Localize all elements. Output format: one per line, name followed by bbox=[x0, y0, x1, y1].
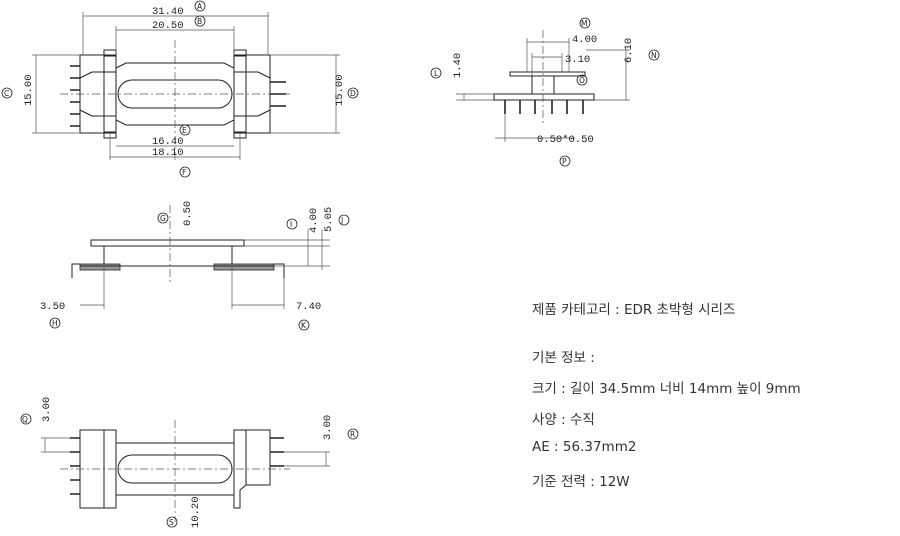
callouts bbox=[1, 0, 660, 528]
callout-j: J bbox=[340, 216, 343, 225]
dim-0-50x0-50: 0.50*0.50 bbox=[537, 134, 594, 146]
dim-5-05: 5.05 bbox=[323, 207, 335, 232]
callout-n: N bbox=[651, 51, 657, 60]
callout-h: H bbox=[52, 319, 58, 328]
dim-4-00-side: 4.00 bbox=[308, 208, 320, 233]
callout-p: P bbox=[562, 157, 567, 166]
dim-16-40: 16.40 bbox=[152, 136, 184, 148]
callout-m: M bbox=[581, 19, 587, 28]
dim-20-50: 20.50 bbox=[152, 20, 184, 32]
front-view bbox=[71, 205, 330, 309]
dim-1-40: 1.40 bbox=[452, 53, 464, 78]
dim-3-00-left: 3.00 bbox=[41, 397, 53, 422]
dim-15-00-left: 15.00 bbox=[23, 74, 35, 106]
callout-g: G bbox=[160, 214, 166, 223]
callout-o: O bbox=[579, 76, 585, 85]
callout-l: L bbox=[434, 69, 439, 78]
callout-f: F bbox=[182, 168, 186, 177]
dim-4-00: 4.00 bbox=[572, 34, 597, 46]
dim-3-50: 3.50 bbox=[40, 301, 65, 313]
callout-d: D bbox=[350, 89, 356, 98]
dim-3-00-right: 3.00 bbox=[322, 415, 334, 440]
dim-31-40: 31.40 bbox=[152, 6, 184, 18]
dim-7-40: 7.40 bbox=[296, 301, 321, 313]
callout-i: I bbox=[290, 220, 292, 229]
callout-b: B bbox=[197, 17, 202, 26]
callout-a: A bbox=[197, 2, 203, 11]
dim-15-00-right: 15.00 bbox=[334, 74, 346, 106]
dim-0-50: 0.50 bbox=[182, 201, 194, 226]
dim-18-10: 18.10 bbox=[152, 147, 184, 159]
top-view bbox=[32, 12, 340, 160]
callout-s: S bbox=[169, 518, 174, 527]
dim-3-10: 3.10 bbox=[565, 54, 590, 66]
callout-r: R bbox=[350, 430, 355, 439]
dim-10-20: 10.20 bbox=[190, 496, 202, 528]
basic-info-heading: 기본 정보 : bbox=[532, 350, 595, 366]
side-view bbox=[456, 30, 630, 142]
mount-spec: 사양 : 수직 bbox=[532, 412, 595, 428]
callout-q: Q bbox=[22, 415, 28, 424]
ae-spec: AE : 56.37mm2 bbox=[532, 439, 637, 455]
power-spec: 기준 전력 : 12W bbox=[532, 474, 630, 490]
callout-e: E bbox=[182, 126, 187, 135]
product-category: 제품 카테고리 : EDR 초박형 시리즈 bbox=[532, 302, 736, 318]
size-spec: 크기 : 길이 34.5mm 너비 14mm 높이 9mm bbox=[532, 381, 801, 397]
callout-k: K bbox=[301, 321, 307, 330]
bottom-view bbox=[41, 420, 330, 522]
dim-6-10: 6.10 bbox=[623, 38, 635, 63]
callout-c: C bbox=[4, 89, 9, 98]
